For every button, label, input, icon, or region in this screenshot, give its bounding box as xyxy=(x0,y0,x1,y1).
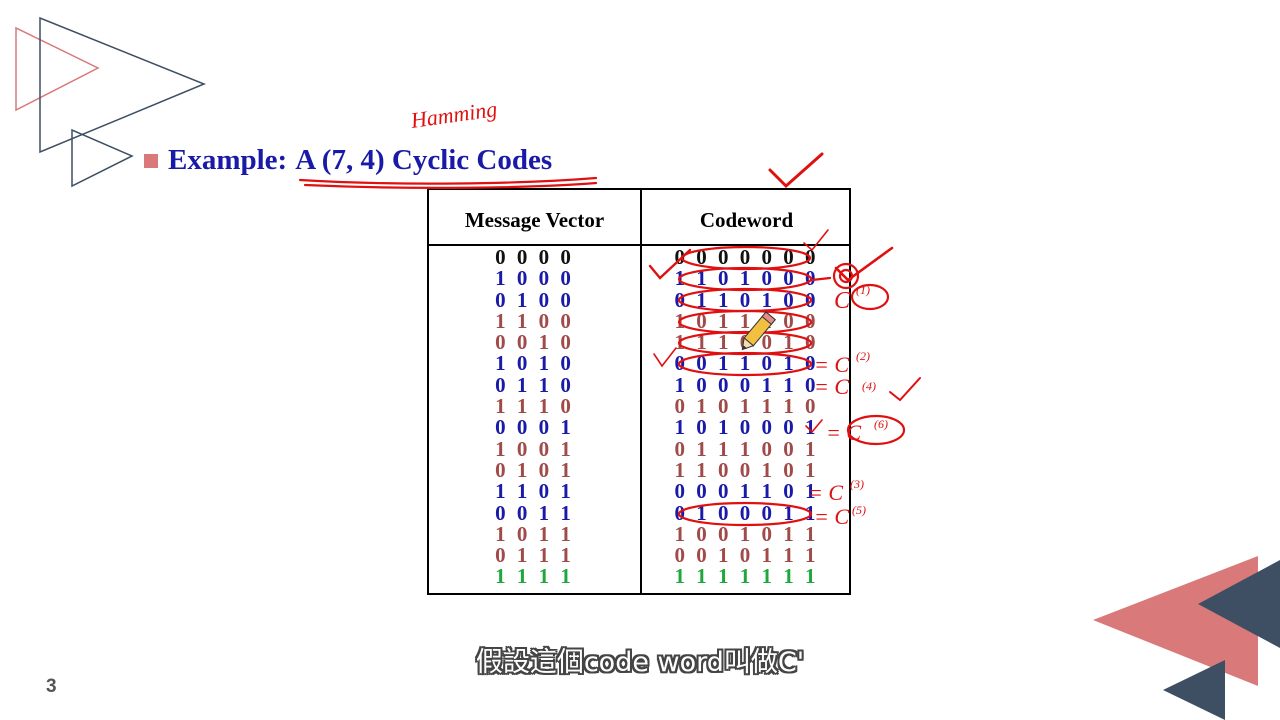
header-message-vector: Message Vector xyxy=(464,208,605,232)
codeword-cell: 1 1 1 1 1 1 1 xyxy=(674,564,819,589)
table-row: 1 1 1 0 0 1 0 1 1 1 0 xyxy=(429,394,849,419)
table-row: 0 1 0 1 1 1 0 0 1 0 1 xyxy=(429,457,849,482)
codeword-cell: 1 1 1 0 0 1 0 xyxy=(674,330,819,355)
codeword-cell: 0 1 1 1 0 0 1 xyxy=(674,436,819,461)
title-prefix: Example: xyxy=(168,144,288,176)
codeword-cell: 1 1 0 1 0 0 0 xyxy=(674,266,819,291)
table-row: 0 1 0 0 0 1 1 0 1 0 0 xyxy=(429,287,849,312)
message-vector-cell: 0 0 0 0 xyxy=(495,245,574,269)
table-row: 0 0 0 1 1 0 1 0 0 0 1 xyxy=(429,415,849,440)
deco-triangle-navy-filled-lower xyxy=(1163,660,1225,720)
message-vector-cell: 1 0 1 1 xyxy=(495,521,574,546)
table-row: 0 0 1 0 1 1 1 0 0 1 0 xyxy=(429,330,849,355)
message-vector-cell: 0 1 0 1 xyxy=(495,457,574,482)
page-number: 3 xyxy=(46,676,57,697)
codeword-cell: 1 1 0 0 1 0 1 xyxy=(674,457,819,482)
table-row: 1 1 0 0 1 0 1 1 1 0 0 xyxy=(429,308,849,333)
table-row: 0 0 0 0 0 0 0 0 0 0 0 xyxy=(429,245,849,269)
codeword-cell: 1 0 0 1 0 1 1 xyxy=(674,521,819,546)
deco-triangle-navy-outline-small xyxy=(71,128,134,188)
codeword-cell: 0 1 1 0 1 0 0 xyxy=(674,287,819,312)
codeword-cell: 1 0 0 0 1 1 0 xyxy=(674,372,819,397)
codeword-cell: 1 0 1 1 1 0 0 xyxy=(674,308,819,333)
message-vector-cell: 0 0 1 1 xyxy=(495,500,574,525)
table-row: 1 0 1 0 0 0 1 1 0 1 0 xyxy=(429,351,849,376)
codeword-cell: 0 0 0 0 0 0 0 xyxy=(674,245,819,269)
title-bullet xyxy=(144,153,158,168)
table-rows: 0 0 0 0 0 0 0 0 0 0 0 1 0 0 0 1 1 0 1 0 0 0… xyxy=(429,245,849,589)
slide-title: Example:A (7, 4) Cyclic Codes xyxy=(168,144,552,177)
codeword-cell: 0 0 1 0 1 1 1 xyxy=(674,543,819,568)
message-vector-cell: 1 0 1 0 xyxy=(495,351,574,376)
slide-title-row: Example:A (7, 4) Cyclic Codes xyxy=(144,144,552,177)
message-vector-cell: 1 0 0 0 xyxy=(495,266,574,291)
table-row: 1 0 0 0 1 1 0 1 0 0 0 xyxy=(429,266,849,291)
message-vector-cell: 1 0 0 1 xyxy=(495,436,574,461)
message-vector-cell: 0 1 1 0 xyxy=(495,372,574,397)
deco-triangle-red-outline xyxy=(15,26,100,112)
message-vector-cell: 0 1 0 0 xyxy=(495,287,574,312)
table-row: 0 1 1 1 0 0 1 0 1 1 1 xyxy=(429,543,849,568)
table-row: 1 1 0 1 0 0 0 1 1 0 1 xyxy=(429,479,849,504)
header-divider xyxy=(429,244,849,246)
deco-triangle-navy-filled-upper xyxy=(1198,560,1280,648)
table-row: 1 1 1 1 1 1 1 1 1 1 1 xyxy=(429,564,849,589)
codeword-cell: 0 0 1 1 0 1 0 xyxy=(674,351,819,376)
codeword-cell: 0 1 0 1 1 1 0 xyxy=(674,394,819,419)
table-row: 0 1 1 0 1 0 0 0 1 1 0 xyxy=(429,372,849,397)
message-vector-cell: 0 0 0 1 xyxy=(495,415,574,440)
deco-triangle-red-filled xyxy=(1093,556,1258,686)
table-row: 0 0 1 1 0 1 0 0 0 1 1 xyxy=(429,500,849,525)
codeword-cell: 1 0 1 0 0 0 1 xyxy=(674,415,819,440)
codeword-table: Message Vector Codeword 0 0 0 0 0 0 0 0 0… xyxy=(427,188,851,595)
deco-triangle-navy-outline-large xyxy=(39,16,206,154)
message-vector-cell: 1 1 1 0 xyxy=(495,394,574,419)
video-subtitle: 假設這個code word叫做C' xyxy=(0,640,1280,679)
column-divider xyxy=(640,190,642,593)
codeword-cell: 0 0 0 1 1 0 1 xyxy=(674,479,819,504)
message-vector-cell: 1 1 1 1 xyxy=(495,564,574,589)
message-vector-cell: 1 1 0 0 xyxy=(495,308,574,333)
header-codeword: Codeword xyxy=(699,208,794,232)
message-vector-cell: 0 0 1 0 xyxy=(495,330,574,355)
table-row: 1 0 1 1 1 0 0 1 0 1 1 xyxy=(429,521,849,546)
message-vector-cell: 1 1 0 1 xyxy=(495,479,574,504)
codeword-cell: 0 1 0 0 0 1 1 xyxy=(674,500,819,525)
message-vector-cell: 0 1 1 1 xyxy=(495,543,574,568)
title-underlined-text: A (7, 4) Cyclic Codes xyxy=(295,144,553,176)
subtitle-text: 假設這個code word叫做C' xyxy=(475,647,805,678)
table-row: 1 0 0 1 0 1 1 1 0 0 1 xyxy=(429,436,849,461)
